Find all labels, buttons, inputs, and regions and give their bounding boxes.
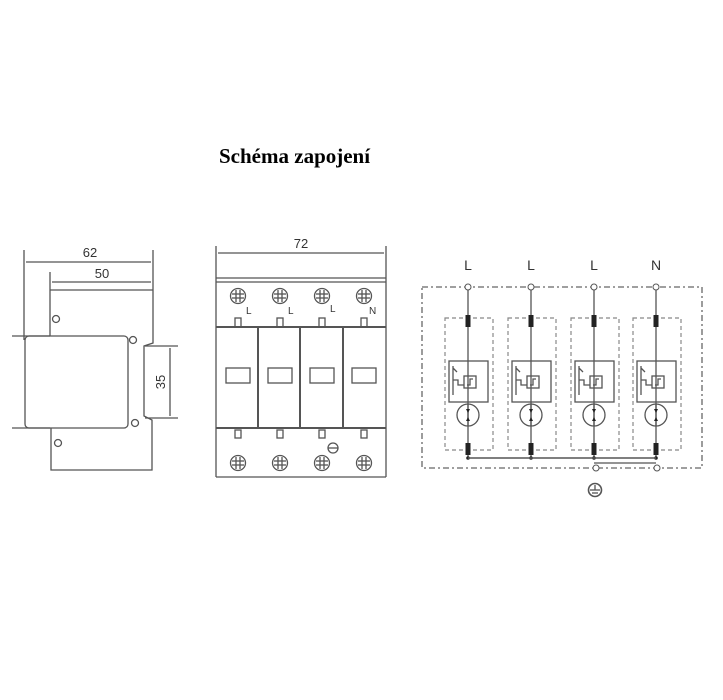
fuse-icon xyxy=(653,443,659,455)
screw-terminal-icon xyxy=(313,454,331,472)
tab xyxy=(360,429,368,439)
fuse-icon xyxy=(465,315,471,327)
screw-terminal-icon xyxy=(313,287,331,305)
varistor-box-icon xyxy=(574,360,615,403)
tab xyxy=(318,317,326,328)
earth-icon xyxy=(587,482,603,498)
dim-50: 50 xyxy=(95,266,109,281)
dim-62: 62 xyxy=(83,245,97,260)
fuse-icon xyxy=(653,315,659,327)
fuse-icon xyxy=(528,443,534,455)
pole-label: N xyxy=(369,306,376,317)
tab xyxy=(276,429,284,439)
fuse-icon xyxy=(591,315,597,327)
status-window xyxy=(351,367,377,384)
protection-module xyxy=(444,283,494,460)
status-window xyxy=(225,367,251,384)
fuse-icon xyxy=(465,443,471,455)
status-window xyxy=(309,367,335,384)
protection-module xyxy=(632,283,682,460)
circuit-pole-label: N xyxy=(651,257,661,273)
tab xyxy=(234,429,242,439)
fuse-icon xyxy=(528,315,534,327)
dim-35: 35 xyxy=(153,375,168,389)
side-view: 62 50 35 xyxy=(12,245,178,471)
dim-72: 72 xyxy=(294,236,308,251)
pole-label: L xyxy=(330,304,336,315)
title-text: Schéma zapojení xyxy=(219,144,371,168)
varistor-box-icon xyxy=(511,360,552,403)
circuit-diagram: L L L N xyxy=(421,257,703,498)
screw-terminal-icon xyxy=(229,287,247,305)
pole-label: L xyxy=(246,306,252,317)
circuit-pole-label: L xyxy=(464,257,472,273)
screw-terminal-icon xyxy=(355,287,373,305)
tab xyxy=(360,317,368,328)
circuit-pole-label: L xyxy=(527,257,535,273)
protection-module xyxy=(507,283,557,460)
status-window xyxy=(267,367,293,384)
screw-terminal-icon xyxy=(271,287,289,305)
screw-terminal-icon xyxy=(355,454,373,472)
screw-terminal-icon xyxy=(229,454,247,472)
protection-module xyxy=(570,283,620,460)
tab xyxy=(276,317,284,328)
pole-label: L xyxy=(288,306,294,317)
front-view: 72 L L L N xyxy=(215,236,387,478)
tab xyxy=(234,317,242,328)
tab xyxy=(318,429,326,439)
screw-terminal-icon xyxy=(271,454,289,472)
varistor-box-icon xyxy=(636,360,677,403)
varistor-box-icon xyxy=(448,360,489,403)
fuse-icon xyxy=(591,443,597,455)
circuit-pole-label: L xyxy=(590,257,598,273)
